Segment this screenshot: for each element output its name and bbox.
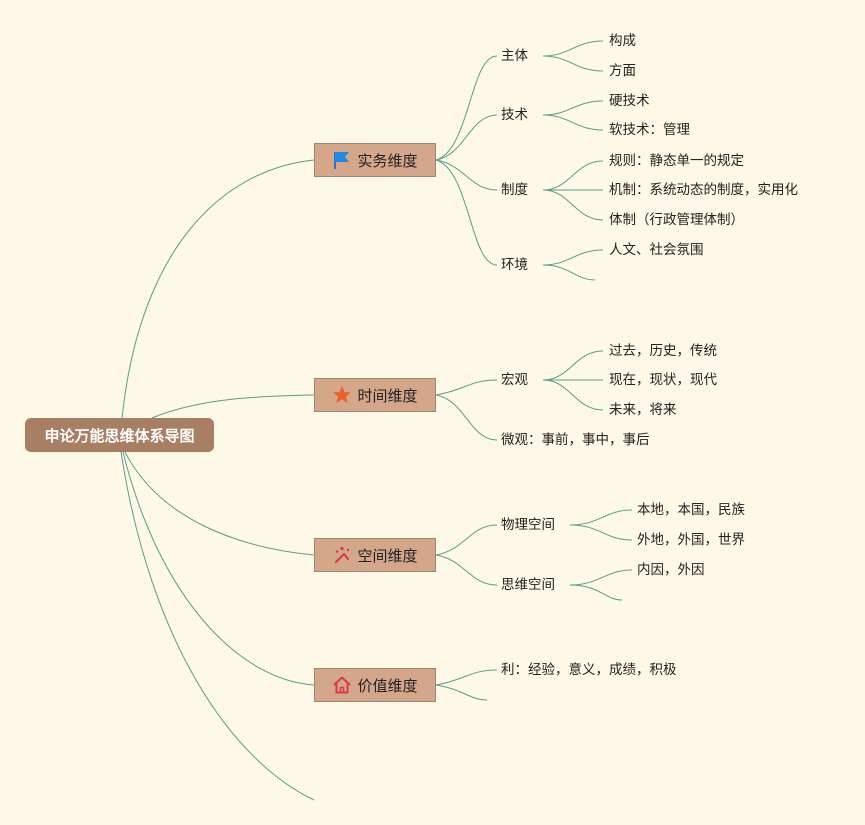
link-b3-s1-l2 xyxy=(569,524,633,541)
subtopic-subject[interactable]: 主体 xyxy=(501,48,528,64)
subtopic-benefit[interactable]: 利：经验，意义，成绩，积极 xyxy=(501,662,677,678)
subtopic-macro[interactable]: 宏观 xyxy=(501,372,528,388)
link-b1-s2-l1 xyxy=(542,100,604,116)
root-to-branch-3-link xyxy=(124,451,315,556)
link-b1-s3-l3 xyxy=(542,189,604,221)
subtopic-institution[interactable]: 制度 xyxy=(501,182,528,198)
leaf-topic[interactable]: 本地，本国，民族 xyxy=(637,502,745,518)
star-icon xyxy=(333,386,352,403)
leaf-topic[interactable]: 现在，现状，现代 xyxy=(609,372,717,388)
link-b1-s1-l2 xyxy=(542,55,604,72)
subtopic-micro[interactable]: 微观：事前，事中，事后 xyxy=(501,432,650,448)
home-icon xyxy=(333,676,352,694)
branch-label: 实务维度 xyxy=(357,151,418,170)
link-b1-s2-l2 xyxy=(542,114,604,131)
branch-practical-dimension[interactable]: 实务维度 xyxy=(314,143,436,177)
link-b2-s1-l3 xyxy=(542,379,604,411)
link-b2-s2 xyxy=(435,394,498,441)
branch-label: 空间维度 xyxy=(357,546,418,565)
link-b3-s2 xyxy=(435,554,498,586)
link-b1-s1-l1 xyxy=(542,40,604,57)
root-to-branch-1-link xyxy=(121,159,315,419)
leaf-topic[interactable]: 规则：静态单一的规定 xyxy=(609,153,744,169)
flag-icon xyxy=(334,152,350,169)
branch-time-dimension[interactable]: 时间维度 xyxy=(314,378,436,412)
branch-space-dimension[interactable]: 空间维度 xyxy=(314,538,436,572)
link-b3-s1-l1 xyxy=(569,509,633,526)
link-b3-s2-l1 xyxy=(569,569,633,586)
link-b1-s3-l1 xyxy=(542,160,604,191)
leaf-topic[interactable]: 构成 xyxy=(609,33,636,49)
branch-label: 价值维度 xyxy=(357,676,418,695)
subtopic-technology[interactable]: 技术 xyxy=(501,107,528,123)
root-to-branch-2-link xyxy=(151,394,315,419)
leaf-topic[interactable]: 硬技术 xyxy=(609,93,650,109)
leaf-topic[interactable]: 过去，历史，传统 xyxy=(609,343,717,359)
leaf-topic[interactable]: 人文、社会氛围 xyxy=(609,242,704,258)
leaf-topic[interactable]: 内因，外因 xyxy=(637,562,705,578)
link-b2-s1-l1 xyxy=(542,350,604,381)
link-b4-s2 xyxy=(435,684,488,701)
root-to-branch-4-link xyxy=(122,451,315,686)
branch-label: 时间维度 xyxy=(357,386,418,405)
link-b1-s4 xyxy=(435,159,498,266)
branch-value-dimension[interactable]: 价值维度 xyxy=(314,668,436,702)
sparkle-icon xyxy=(335,546,350,564)
root-topic[interactable]: 申论万能思维体系导图 xyxy=(25,418,214,452)
link-b3-s2-l2 xyxy=(569,584,623,601)
link-b3-s1 xyxy=(435,524,498,556)
leaf-topic[interactable]: 方面 xyxy=(609,63,636,79)
leaf-topic[interactable]: 外地，外国，世界 xyxy=(637,532,745,548)
subtopic-physical-space[interactable]: 物理空间 xyxy=(501,517,555,533)
leaf-topic[interactable]: 体制（行政管理体制） xyxy=(609,212,744,228)
link-b1-s4-l2 xyxy=(542,264,596,281)
link-b1-s3 xyxy=(435,159,498,191)
subtopic-environment[interactable]: 环境 xyxy=(501,257,528,273)
link-b1-s2 xyxy=(435,114,498,161)
link-b1-s4-l1 xyxy=(542,249,604,266)
leaf-topic[interactable]: 机制：系统动态的制度，实用化 xyxy=(609,182,798,198)
link-b1-s1 xyxy=(435,55,498,161)
root-to-empty-branch-link xyxy=(120,451,315,801)
link-b4-s1 xyxy=(435,669,498,686)
subtopic-thinking-space[interactable]: 思维空间 xyxy=(501,577,555,593)
leaf-topic[interactable]: 软技术：管理 xyxy=(609,122,690,138)
link-b2-s1 xyxy=(435,379,498,396)
leaf-topic[interactable]: 未来，将来 xyxy=(609,402,677,418)
